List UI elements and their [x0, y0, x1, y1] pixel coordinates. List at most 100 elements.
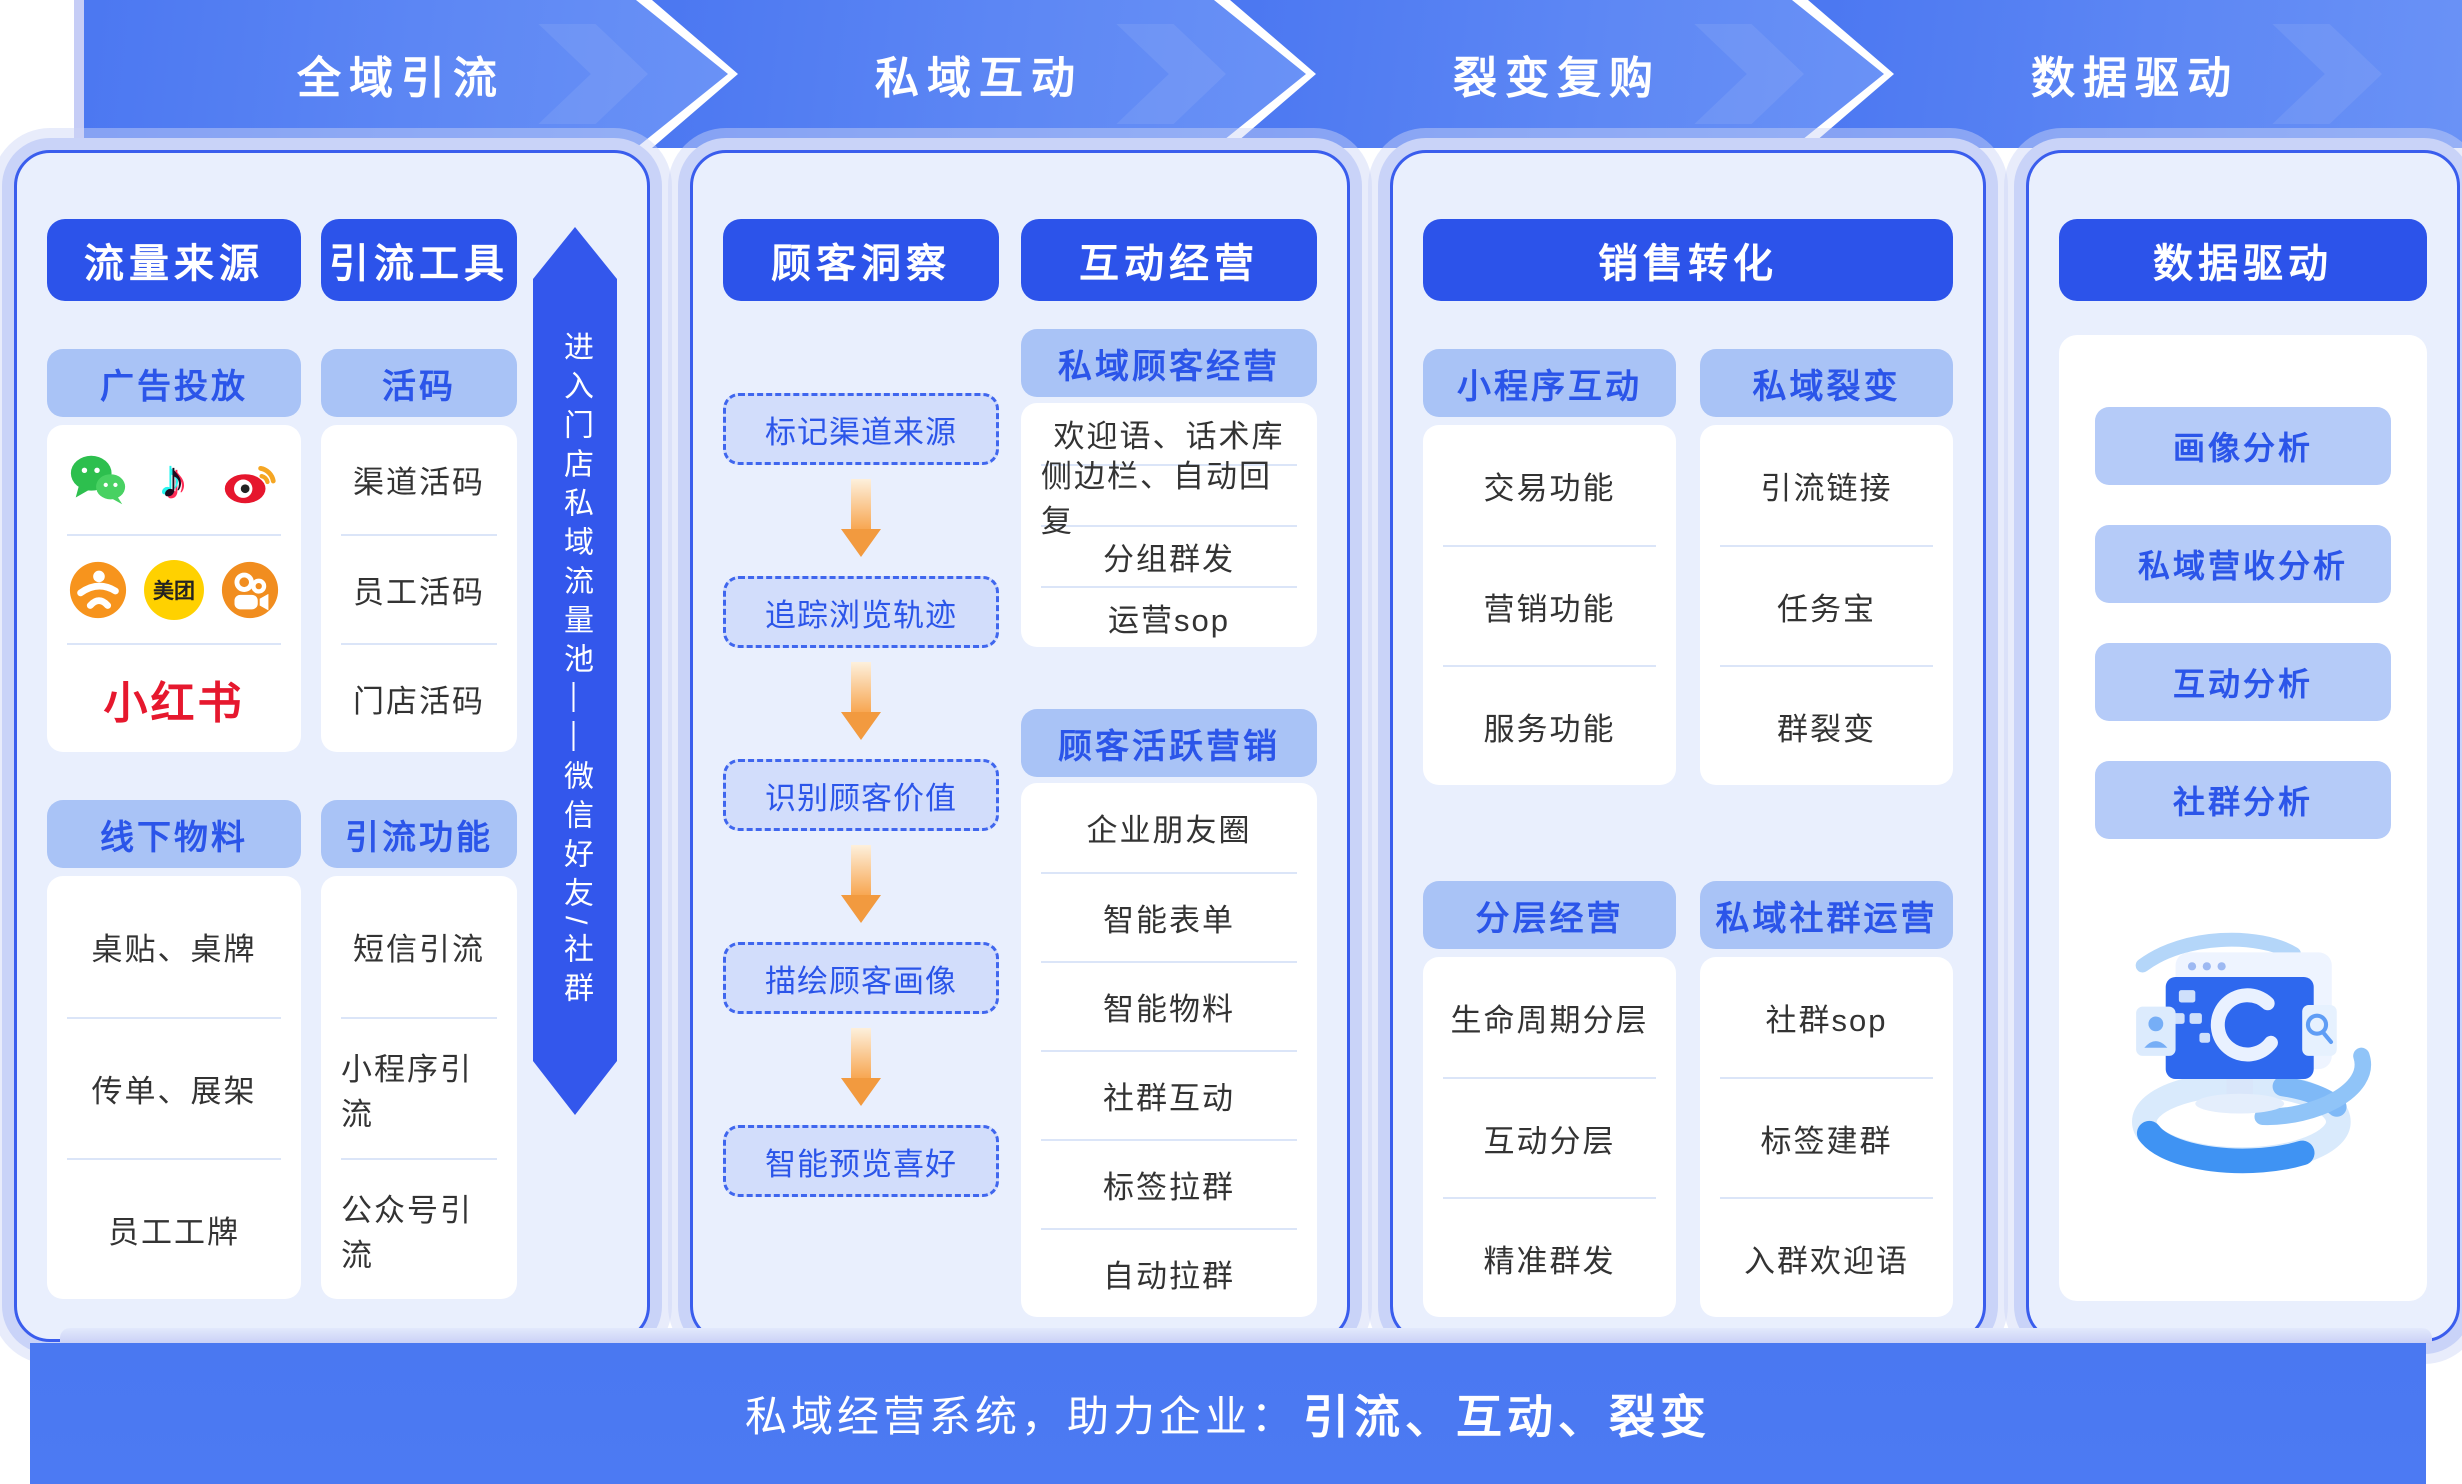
traffic-feature-card: 短信引流 小程序引流 公众号引流 — [321, 876, 517, 1299]
flow-step: 智能预览喜好 — [723, 1125, 999, 1197]
traffic-source-header: 流量来源 — [47, 219, 301, 301]
community-operation-card: 社群sop 标签建群 入群欢迎语 — [1700, 957, 1953, 1317]
panel-traffic-grid: 流量来源 广告投放 ♪ — [47, 219, 517, 1311]
down-arrow-icon — [723, 831, 999, 942]
panel-interaction-grid: 顾客洞察 标记渠道来源 追踪浏览轨迹 识别顾客价值 描绘顾客画像 智能预览喜好 — [723, 219, 1317, 1317]
list-item: 分组群发 — [1041, 525, 1297, 586]
panel-conversion: 销售转化 小程序互动 交易功能 营销功能 服务功能 私域裂变 引流链接 任务宝 … — [1390, 150, 1986, 1342]
list-item: 营销功能 — [1443, 545, 1656, 665]
kuaishou-icon — [219, 559, 281, 621]
insight-flow: 标记渠道来源 追踪浏览轨迹 识别顾客价值 描绘顾客画像 智能预览喜好 — [723, 393, 999, 1197]
panels-row: 流量来源 广告投放 ♪ — [14, 150, 2460, 1342]
pool-ribbon-arrow: 进入门店私域流量池——微信好友/社群 — [533, 227, 617, 1115]
ad-platforms-card: ♪ 美团 — [47, 425, 301, 752]
analysis-item: 社群分析 — [2095, 761, 2391, 839]
traffic-tool-header: 引流工具 — [321, 219, 517, 301]
community-operation-group: 私域社群运营 社群sop 标签建群 入群欢迎语 — [1700, 881, 1953, 1317]
tiered-operation-subheader: 分层经营 — [1423, 881, 1676, 949]
list-item: 智能物料 — [1041, 961, 1297, 1050]
stage-label: 全域引流 — [297, 54, 505, 103]
private-fission-subheader: 私域裂变 — [1700, 349, 1953, 417]
private-fission-group: 私域裂变 引流链接 任务宝 群裂变 — [1700, 349, 1953, 785]
active-marketing-group: 顾客活跃营销 企业朋友圈 智能表单 智能物料 社群互动 标签拉群 自动拉群 — [1021, 709, 1317, 1317]
panel-glow-band — [60, 1328, 2432, 1344]
xiaohongshu-row: 小红书 — [67, 643, 281, 752]
miniprogram-subheader: 小程序互动 — [1423, 349, 1676, 417]
conversion-grid-bottom: 分层经营 生命周期分层 互动分层 精准群发 私域社群运营 社群sop 标签建群 … — [1423, 881, 1953, 1317]
list-item: 桌贴、桌牌 — [91, 932, 257, 967]
customer-insight-column: 顾客洞察 标记渠道来源 追踪浏览轨迹 识别顾客价值 描绘顾客画像 智能预览喜好 — [723, 219, 999, 1317]
tiered-operation-group: 分层经营 生命周期分层 互动分层 精准群发 — [1423, 881, 1676, 1317]
miniprogram-card: 交易功能 营销功能 服务功能 — [1423, 425, 1676, 785]
list-item: 短信引流 — [353, 932, 485, 967]
list-item: 运营sop — [1041, 586, 1297, 647]
down-arrow-icon — [723, 648, 999, 759]
list-item: 精准群发 — [1443, 1197, 1656, 1317]
list-item: 任务宝 — [1720, 545, 1933, 665]
sales-conversion-header: 销售转化 — [1423, 219, 1953, 301]
list-item: 公众号引流 — [341, 1158, 497, 1299]
list-item: 智能表单 — [1041, 872, 1297, 961]
list-item: 生命周期分层 — [1450, 1002, 1649, 1038]
douyin-icon: ♪ — [160, 450, 188, 509]
list-item: 欢迎语、话术库 — [1053, 419, 1285, 454]
traffic-source-column: 流量来源 广告投放 ♪ — [47, 219, 301, 1299]
offline-material-card: 桌贴、桌牌 传单、展架 员工工牌 — [47, 876, 301, 1299]
active-marketing-card: 企业朋友圈 智能表单 智能物料 社群互动 标签拉群 自动拉群 — [1021, 783, 1317, 1317]
down-arrow-icon — [723, 1014, 999, 1125]
list-item: 传单、展架 — [67, 1017, 281, 1158]
stage-label: 裂变复购 — [1453, 54, 1661, 103]
meituan-label: 美团 — [153, 579, 195, 603]
list-item: 互动分层 — [1443, 1077, 1656, 1197]
platform-logo-row: 美团 — [67, 534, 281, 643]
list-item: 渠道活码 — [353, 465, 485, 500]
private-customer-group: 私域顾客经营 欢迎语、话术库 侧边栏、自动回复 分组群发 运营sop — [1021, 329, 1317, 647]
down-arrow-icon — [723, 465, 999, 576]
meituan-icon: 美团 — [143, 559, 205, 621]
active-marketing-subheader: 顾客活跃营销 — [1021, 709, 1317, 777]
footer-highlight: 引流、互动、裂变 — [1303, 1390, 1711, 1443]
list-item: 门店活码 — [341, 643, 497, 752]
stage-arrow-bar: 全域引流 私域互动 裂变复购 数据驱动 — [74, 0, 2462, 148]
analytics-illustration — [2095, 891, 2391, 1211]
list-item: 交易功能 — [1483, 470, 1616, 506]
livecode-card: 渠道活码 员工活码 门店活码 — [321, 425, 517, 752]
tiered-operation-card: 生命周期分层 互动分层 精准群发 — [1423, 957, 1676, 1317]
list-item: 社群互动 — [1041, 1050, 1297, 1139]
list-item: 服务功能 — [1443, 665, 1656, 785]
list-item: 入群欢迎语 — [1720, 1197, 1933, 1317]
data-analysis-card: 画像分析 私域营收分析 互动分析 社群分析 — [2059, 335, 2427, 1301]
stage-label: 私域互动 — [875, 54, 1083, 103]
analysis-item: 私域营收分析 — [2095, 525, 2391, 603]
stage-arrow-fission: 裂变复购 — [1230, 0, 1884, 148]
list-item: 员工工牌 — [67, 1158, 281, 1299]
weibo-icon — [219, 449, 281, 511]
interactive-operation-header: 互动经营 — [1021, 219, 1317, 301]
flow-step: 追踪浏览轨迹 — [723, 576, 999, 648]
data-driven-header: 数据驱动 — [2059, 219, 2427, 301]
analysis-item: 互动分析 — [2095, 643, 2391, 721]
platform-logo-row: ♪ — [67, 425, 281, 534]
ads-subheader: 广告投放 — [47, 349, 301, 417]
list-item: 标签拉群 — [1041, 1139, 1297, 1228]
flow-step: 识别顾客价值 — [723, 759, 999, 831]
footer-text: 私域经营系统，助力企业： — [744, 1393, 1297, 1440]
dianping-icon — [67, 559, 129, 621]
analysis-item: 画像分析 — [2095, 407, 2391, 485]
wechat-icon — [67, 449, 129, 511]
xiaohongshu-wordmark: 小红书 — [103, 678, 245, 728]
list-item: 小程序引流 — [341, 1017, 497, 1158]
stage-arrow-interaction: 私域互动 — [652, 0, 1306, 148]
miniprogram-group: 小程序互动 交易功能 营销功能 服务功能 — [1423, 349, 1676, 785]
customer-insight-header: 顾客洞察 — [723, 219, 999, 301]
list-item: 员工活码 — [341, 534, 497, 643]
stage-arrow-data: 数据驱动 — [1808, 0, 2462, 148]
offline-material-subheader: 线下物料 — [47, 800, 301, 868]
private-fission-card: 引流链接 任务宝 群裂变 — [1700, 425, 1953, 785]
list-item: 侧边栏、自动回复 — [1041, 459, 1297, 539]
stage-label: 数据驱动 — [2031, 54, 2239, 103]
stage-arrow-traffic: 全域引流 — [74, 0, 728, 148]
list-item: 引流链接 — [1760, 470, 1893, 506]
list-item: 标签建群 — [1720, 1077, 1933, 1197]
